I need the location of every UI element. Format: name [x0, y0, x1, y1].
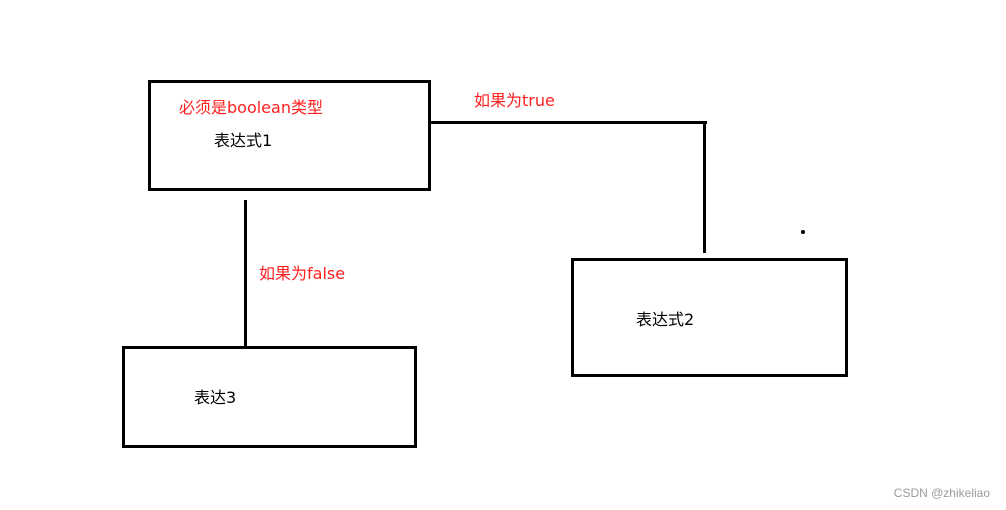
node-expression1-label: 表达式1 — [214, 131, 273, 150]
false-branch-label: 如果为false — [259, 264, 346, 283]
node-expression3-box — [122, 346, 417, 448]
csdn-watermark: CSDN @zhikeliao — [893, 486, 990, 500]
true-branch-horizontal-line — [431, 121, 707, 124]
true-branch-label: 如果为true — [474, 91, 555, 110]
false-branch-vertical-line — [244, 200, 247, 348]
node-expression1-box — [148, 80, 431, 191]
stray-dot-mark — [801, 230, 805, 234]
node-expression2-label: 表达式2 — [636, 310, 695, 329]
boolean-type-note: 必须是boolean类型 — [179, 98, 323, 117]
node-expression2-box — [571, 258, 848, 377]
true-branch-vertical-line — [703, 121, 706, 253]
node-expression3-label: 表达3 — [194, 388, 237, 407]
